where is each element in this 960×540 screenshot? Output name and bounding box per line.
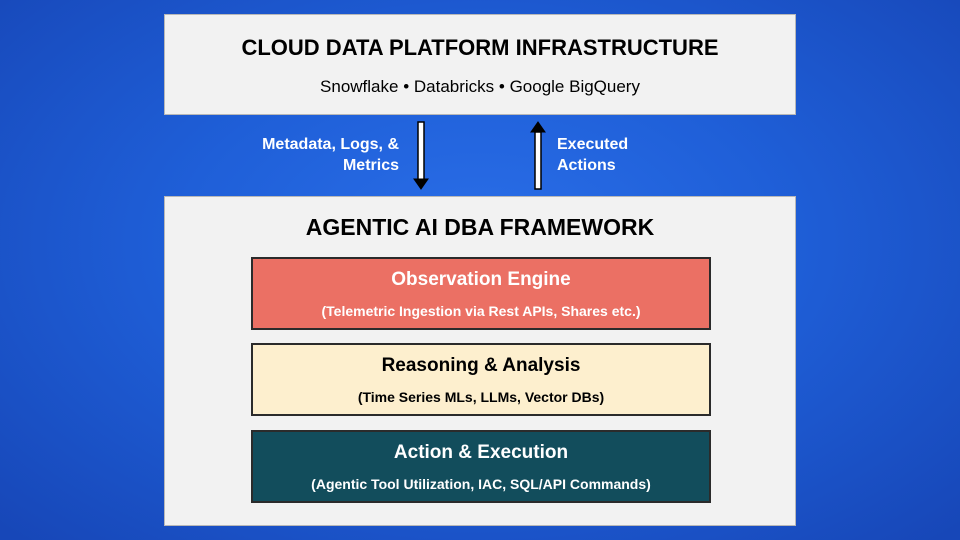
framework-title: AGENTIC AI DBA FRAMEWORK bbox=[305, 214, 655, 240]
reasoning-analysis-layer: Reasoning & Analysis (Time Series MLs, L… bbox=[251, 343, 711, 416]
downward-flow-label-line: Metadata, Logs, & bbox=[262, 136, 399, 153]
down-arrow-icon bbox=[413, 121, 429, 190]
framework-box: AGENTIC AI DBA FRAMEWORK Observation Eng… bbox=[164, 196, 796, 526]
up-arrow-icon bbox=[530, 121, 546, 190]
action-execution-layer: Action & Execution (Agentic Tool Utiliza… bbox=[251, 430, 711, 503]
downward-flow-label-line: Metrics bbox=[342, 157, 399, 174]
layer-description: (Time Series MLs, LLMs, Vector DBs) bbox=[357, 389, 605, 405]
layer-description: (Telemetric Ingestion via Rest APIs, Sha… bbox=[321, 303, 641, 319]
observation-engine-layer: Observation Engine (Telemetric Ingestion… bbox=[251, 257, 711, 330]
upward-flow-label-line: Actions bbox=[557, 157, 616, 174]
infrastructure-platforms: Snowflake • Databricks • Google BigQuery bbox=[320, 77, 640, 96]
infrastructure-box: CLOUD DATA PLATFORM INFRASTRUCTURE Snowf… bbox=[164, 14, 796, 115]
upward-flow-label: Executed Actions bbox=[557, 134, 677, 176]
layer-description: (Agentic Tool Utilization, IAC, SQL/API … bbox=[311, 476, 651, 492]
layer-title: Reasoning & Analysis bbox=[381, 355, 581, 376]
downward-flow-label: Metadata, Logs, & Metrics bbox=[199, 134, 399, 176]
infrastructure-title: CLOUD DATA PLATFORM INFRASTRUCTURE bbox=[241, 35, 719, 60]
layer-title: Observation Engine bbox=[391, 269, 571, 290]
upward-flow-label-line: Executed bbox=[557, 136, 629, 153]
layer-title: Action & Execution bbox=[393, 442, 569, 463]
